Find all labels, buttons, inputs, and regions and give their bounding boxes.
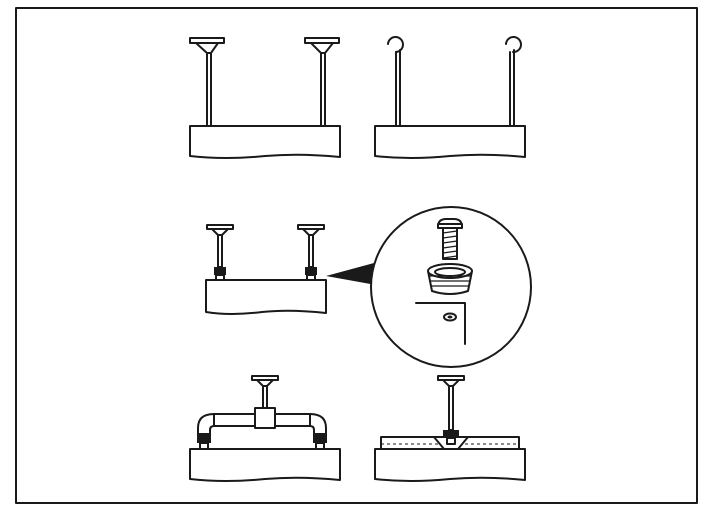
panel-threaded-insert-bolts (205, 224, 376, 315)
panel-embedded-anchor-fixture (374, 375, 526, 482)
panel-hook-eyebolts (374, 36, 526, 159)
concrete-slab-1 (189, 125, 341, 159)
t-handle-lifting-bolt-icon (189, 37, 340, 127)
pipe-tee-lifting-icon (197, 375, 327, 450)
threaded-insert-icon (206, 224, 325, 281)
hook-eyebolt-icon (387, 36, 522, 127)
bolt-and-insert-detail-icon (415, 218, 473, 345)
callout-pointer (326, 263, 376, 285)
concrete-slab-2 (374, 125, 526, 159)
panel-t-handle-bolts (189, 37, 341, 159)
figure-frame (15, 7, 698, 504)
concrete-slab-6 (374, 448, 526, 482)
panel-pipe-tee-fixture (189, 375, 341, 482)
concrete-slab-3 (205, 279, 327, 315)
panel-detail-callout (370, 206, 532, 368)
embedded-anchor-icon (437, 375, 465, 431)
concrete-slab-5 (189, 448, 341, 482)
